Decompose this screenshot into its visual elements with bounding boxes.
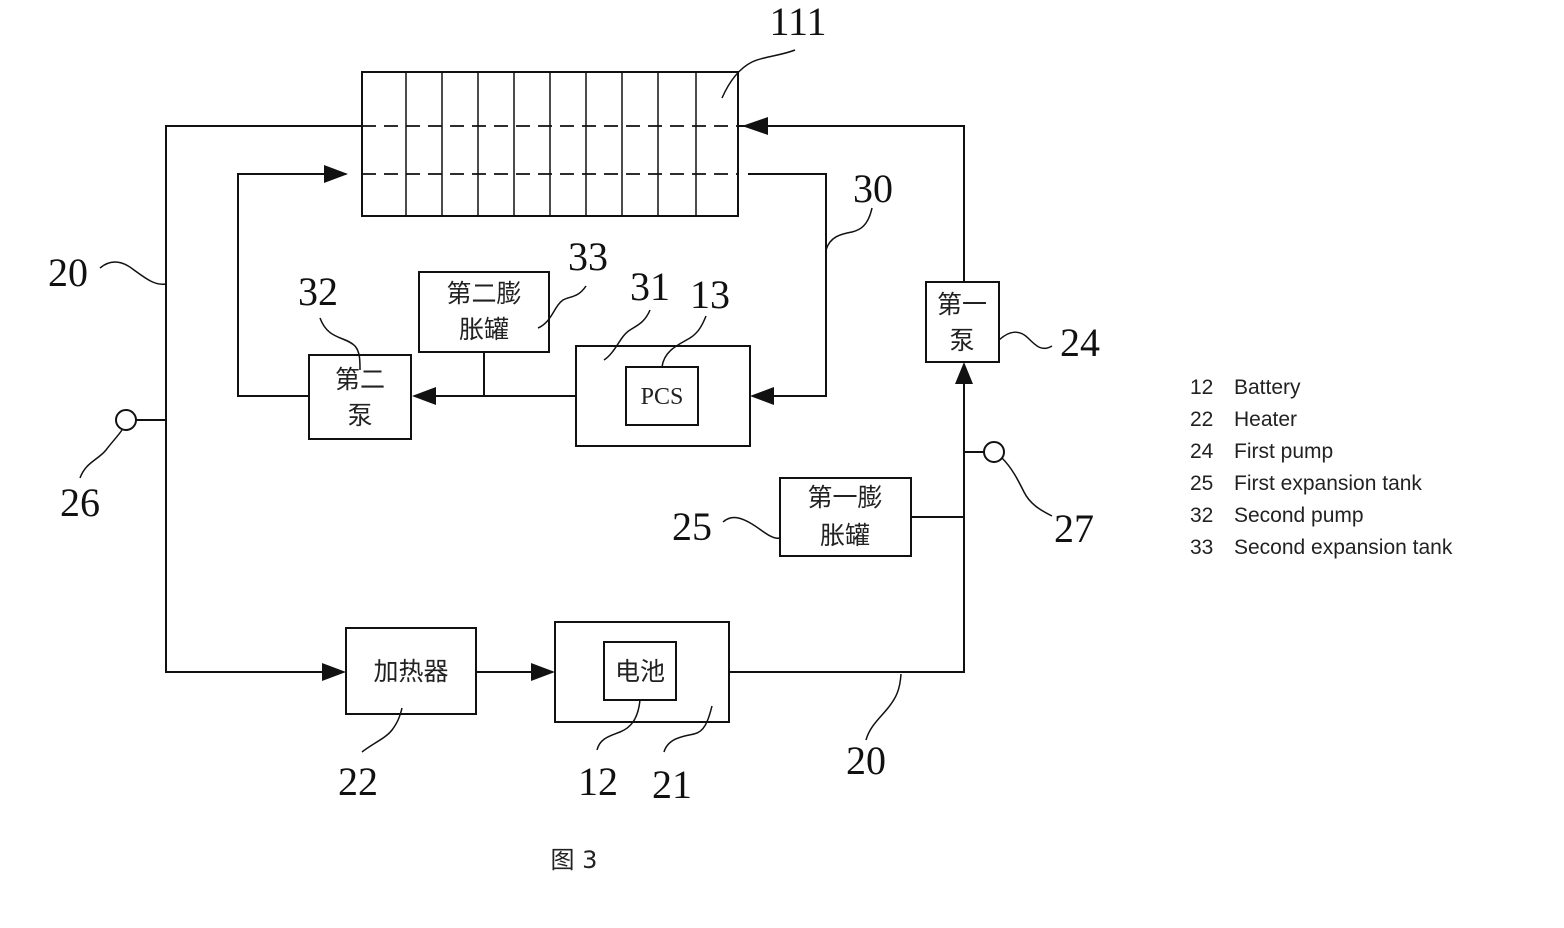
arrow-second-pump-inlet: [412, 387, 436, 405]
label-26: 26: [60, 480, 100, 525]
legend-number: 12: [1190, 372, 1234, 404]
figure-caption: 图 3: [551, 846, 598, 874]
arrow-heater-inlet: [322, 663, 346, 681]
legend-item: 12Battery: [1190, 372, 1452, 404]
legend-item: 25First expansion tank: [1190, 468, 1452, 500]
arrow-radiator-inlet-main: [742, 117, 768, 135]
legend: 12Battery 22Heater 24First pump 25First …: [1190, 372, 1452, 564]
label-27: 27: [1054, 506, 1094, 551]
svg-text:电池: 电池: [615, 657, 665, 686]
label-20-left: 20: [48, 250, 88, 295]
legend-item: 33Second expansion tank: [1190, 532, 1452, 564]
label-13: 13: [690, 272, 730, 317]
legend-text: Heater: [1234, 408, 1297, 431]
label-21: 21: [652, 762, 692, 807]
label-24: 24: [1060, 320, 1100, 365]
legend-number: 33: [1190, 532, 1234, 564]
first-expansion-tank: 第一膨 胀罐: [780, 478, 911, 556]
label-32: 32: [298, 269, 338, 314]
legend-item: 24First pump: [1190, 436, 1452, 468]
legend-item: 22Heater: [1190, 404, 1452, 436]
sensor-27: [984, 442, 1004, 462]
arrow-first-pump-inlet: [955, 362, 973, 384]
label-111: 111: [769, 0, 826, 44]
heater: 加热器: [346, 628, 476, 714]
svg-text:胀罐: 胀罐: [459, 315, 509, 344]
label-25: 25: [672, 504, 712, 549]
svg-text:胀罐: 胀罐: [820, 521, 870, 550]
svg-text:泵: 泵: [949, 326, 974, 355]
legend-text: Second pump: [1234, 504, 1364, 527]
svg-text:第一膨: 第一膨: [807, 483, 882, 512]
label-31: 31: [630, 264, 670, 309]
sensor-26: [116, 410, 136, 430]
legend-number: 25: [1190, 468, 1234, 500]
label-30: 30: [853, 166, 893, 211]
radiator: [362, 72, 738, 216]
label-33: 33: [568, 234, 608, 279]
arrow-pcs-inlet: [750, 387, 774, 405]
legend-text: Second expansion tank: [1234, 536, 1452, 559]
legend-text: Battery: [1234, 376, 1301, 399]
svg-text:PCS: PCS: [641, 384, 684, 410]
legend-number: 32: [1190, 500, 1234, 532]
arrow-radiator-inlet-second: [324, 165, 348, 183]
svg-text:加热器: 加热器: [373, 657, 448, 686]
legend-text: First pump: [1234, 440, 1333, 463]
svg-text:第一: 第一: [937, 290, 987, 319]
legend-number: 24: [1190, 436, 1234, 468]
svg-text:第二膨: 第二膨: [446, 279, 521, 308]
first-pump: 第一 泵: [926, 282, 999, 362]
label-12: 12: [578, 759, 618, 804]
svg-text:泵: 泵: [347, 401, 372, 430]
legend-text: First expansion tank: [1234, 472, 1422, 495]
arrow-battery-inlet: [531, 663, 555, 681]
second-expansion-tank: 第二膨 胀罐: [419, 272, 549, 352]
battery-housing: 电池: [555, 622, 729, 722]
label-20-bottom: 20: [846, 738, 886, 783]
label-22: 22: [338, 759, 378, 804]
legend-item: 32Second pump: [1190, 500, 1452, 532]
legend-number: 22: [1190, 404, 1234, 436]
